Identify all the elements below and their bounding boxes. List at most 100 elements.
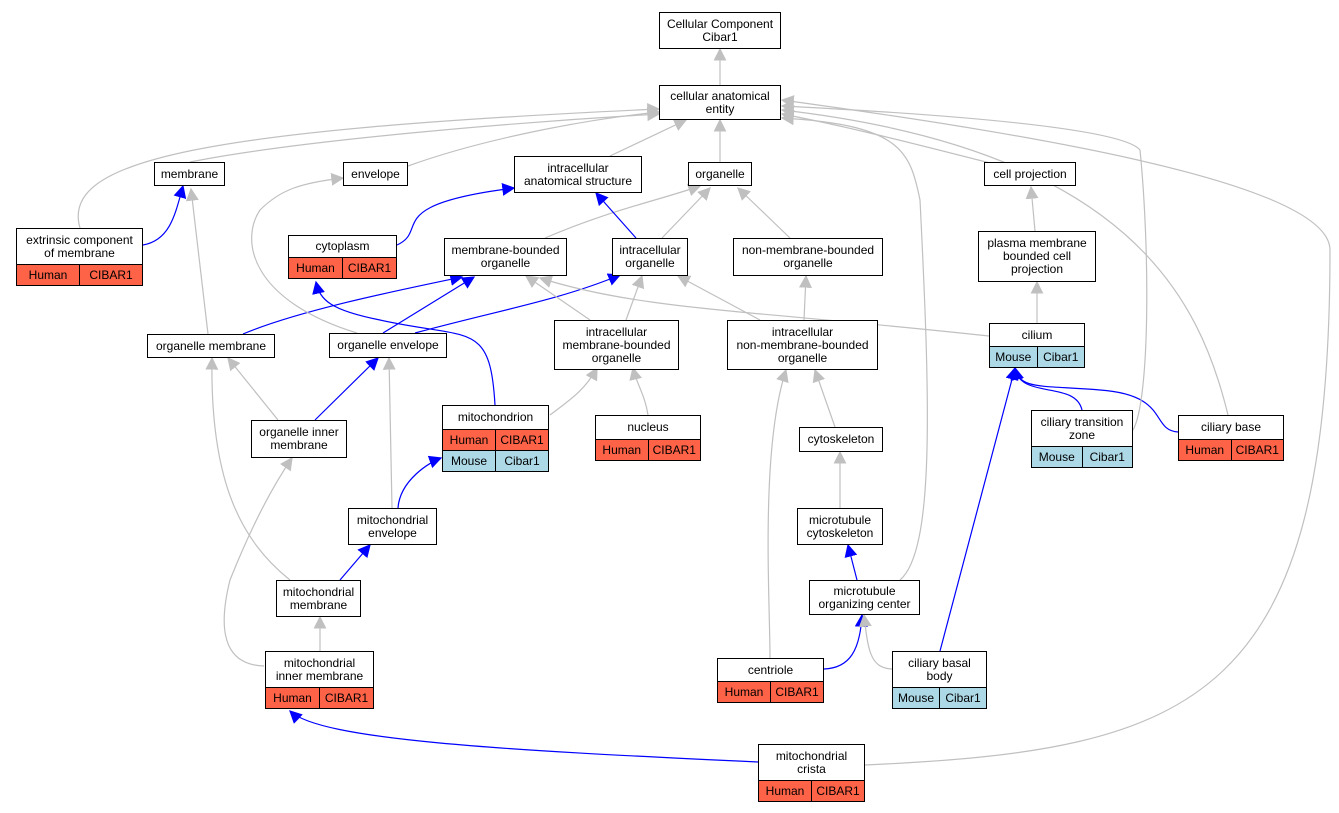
node-organelle-membrane[interactable]: organelle membrane — [147, 334, 275, 358]
edge-inmbo-io — [676, 275, 761, 321]
node-label: ciliary transition zone — [1040, 414, 1124, 442]
node-label: cytoplasm — [315, 239, 370, 253]
species-cell: Human — [1185, 443, 1225, 457]
node-plasma-membrane-bounded-cell-projection[interactable]: plasma membrane bounded cell projection — [978, 231, 1096, 282]
node-label: membrane-bounded organelle — [451, 243, 560, 270]
gene-cell: CIBAR1 — [647, 440, 701, 460]
gene-cell: CIBAR1 — [1230, 440, 1284, 460]
edge-imbo-mbo — [524, 275, 591, 321]
node-label: mitochondrial crista — [775, 748, 848, 776]
edge-cilium-mbo — [538, 275, 990, 337]
edge-mitoenv-orgenv — [382, 356, 396, 509]
edge-cbb-mtoc — [858, 613, 893, 670]
node-label: organelle inner membrane — [259, 425, 339, 452]
node-label: mitochondrial inner membrane — [275, 655, 364, 683]
species-cell: Human — [296, 261, 335, 275]
node-label: intracellular organelle — [619, 243, 681, 270]
edge-orgmem-mbo — [242, 273, 464, 335]
node-cell-projection[interactable]: cell projection — [984, 162, 1076, 186]
node-microtubule-cytoskeleton[interactable]: microtubule cytoskeleton — [797, 508, 883, 545]
annotation-table: Human CIBAR1 — [266, 687, 373, 708]
edge-mito-imbo — [549, 366, 598, 416]
edge-crista-cae — [780, 95, 1331, 766]
node-label: mitochondrial envelope — [356, 512, 429, 540]
node-mitochondrial-membrane[interactable]: mitochondrial membrane — [276, 580, 361, 617]
species-cell: Human — [724, 685, 764, 699]
gene-cell: CIBAR1 — [319, 688, 373, 708]
edge-cbase-cilium — [1011, 366, 1179, 433]
node-label: ciliary basal body — [908, 655, 971, 683]
node-intracellular-membrane-bounded-organelle[interactable]: intracellular membrane-bounded organelle — [554, 320, 679, 370]
edge-centriole-mtoc — [823, 613, 868, 670]
node-non-membrane-bounded-organelle[interactable]: non-membrane-bounded organelle — [733, 238, 883, 276]
node-label: cilium — [1021, 327, 1053, 342]
edge-mtoc-mtcyto — [844, 543, 858, 581]
node-membrane-bounded-organelle[interactable]: membrane-bounded organelle — [444, 238, 567, 276]
annotation-row-human: Human CIBAR1 — [596, 439, 700, 460]
edge-ias-cae — [609, 119, 688, 157]
edge-mitomem-mitoenv — [339, 544, 371, 581]
edge-ctz-cae — [780, 100, 1148, 431]
node-intracellular-non-membrane-bounded-organelle[interactable]: intracellular non-membrane-bounded organ… — [727, 320, 878, 370]
edge-inmbo-nmbo — [798, 274, 812, 321]
node-label: extrinsic component of membrane — [26, 232, 133, 260]
edge-extrinsic-membrane — [142, 184, 187, 246]
species-cell: Mouse — [995, 350, 1032, 364]
gene-cell: CIBAR1 — [811, 781, 864, 801]
gene-cell: CIBAR1 — [79, 265, 142, 285]
edge-cbase-cae — [780, 104, 1229, 416]
node-intracellular-organelle[interactable]: intracellular organelle — [612, 238, 688, 276]
node-intracellular-anatomical-structure[interactable]: intracellular anatomical structure — [514, 156, 642, 193]
edge-membrane-cae — [189, 108, 661, 163]
annotation-table: Human CIBAR1 — [596, 439, 700, 460]
node-label: organelle membrane — [155, 338, 267, 353]
node-cellular-component-cibar1[interactable]: Cellular Component Cibar1 — [659, 12, 781, 49]
edge-io-ias — [595, 192, 637, 239]
node-mitochondrial-envelope[interactable]: mitochondrial envelope — [348, 508, 437, 545]
node-organelle[interactable]: organelle — [688, 162, 752, 186]
edge-orgenv-envelope — [251, 172, 358, 334]
node-label: intracellular non-membrane-bounded organ… — [736, 324, 869, 365]
species-cell: Human — [273, 691, 312, 705]
gene-cell: Cibar1 — [939, 688, 986, 708]
node-cytoskeleton[interactable]: cytoskeleton — [799, 427, 883, 452]
node-microtubule-organizing-center[interactable]: microtubule organizing center — [809, 580, 920, 615]
annotation-row-human: Human CIBAR1 — [1179, 439, 1283, 460]
node-organelle-inner-membrane[interactable]: organelle inner membrane — [251, 420, 347, 458]
node-label: ciliary base — [1200, 420, 1262, 434]
node-organelle-envelope[interactable]: organelle envelope — [329, 333, 447, 358]
node-label: cytoskeleton — [807, 432, 875, 446]
edge-mim-oim — [223, 456, 293, 667]
species-cell: Human — [602, 443, 642, 457]
node-envelope[interactable]: envelope — [343, 162, 408, 186]
edge-cbb-cilium — [939, 366, 1019, 652]
edge-crista-mim — [289, 710, 759, 763]
node-cellular-anatomical-entity[interactable]: cellular anatomical entity — [659, 85, 781, 120]
edge-extrinsic-cae — [77, 103, 661, 229]
node-label: cellular anatomical entity — [670, 88, 770, 116]
edge-nmbo-organelle — [737, 187, 791, 239]
node-membrane[interactable]: membrane — [154, 162, 225, 186]
